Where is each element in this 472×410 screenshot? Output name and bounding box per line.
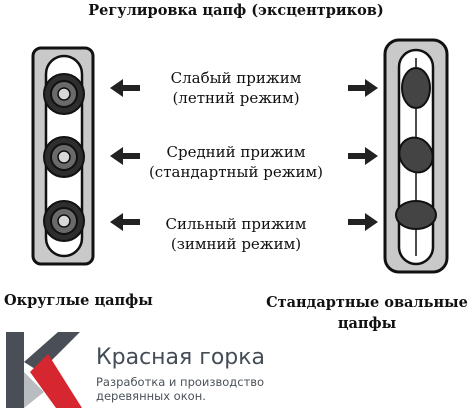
arrow-left-icon bbox=[110, 79, 140, 231]
caption-oval-cams: Стандартные овальные цапфы bbox=[262, 292, 472, 334]
oval-cam-bottom bbox=[395, 200, 437, 230]
label-weak-line2: (летний режим) bbox=[172, 89, 300, 107]
label-strong-line1: Сильный прижим bbox=[165, 215, 307, 233]
label-medium-line2: (стандартный режим) bbox=[148, 163, 324, 181]
label-weak-pressure: Слабый прижим (летний режим) bbox=[106, 68, 366, 108]
label-weak-line1: Слабый прижим bbox=[170, 69, 302, 87]
right-strip-oval-cams bbox=[383, 38, 449, 274]
caption-oval-line1: Стандартные овальные bbox=[266, 294, 468, 311]
arrow-right-icon bbox=[348, 79, 378, 231]
diagram-title: Регулировка цапф (эксцентриков) bbox=[88, 2, 384, 19]
oval-cam-top bbox=[401, 67, 431, 109]
label-medium-line1: Средний прижим bbox=[166, 143, 306, 161]
caption-oval-line2: цапфы bbox=[337, 315, 397, 332]
round-cam-top bbox=[43, 73, 85, 115]
label-strong-pressure: Сильный прижим (зимний режим) bbox=[106, 214, 366, 254]
brand-tagline-line2: деревянных окон. bbox=[96, 389, 206, 403]
round-cam-bottom bbox=[43, 200, 85, 242]
brand-tagline: Разработка и производство деревянных око… bbox=[96, 375, 296, 403]
label-medium-pressure: Средний прижим (стандартный режим) bbox=[106, 142, 366, 182]
label-strong-line2: (зимний режим) bbox=[170, 235, 302, 253]
left-strip-round-cams bbox=[31, 46, 95, 266]
oval-cam-middle bbox=[398, 136, 434, 174]
caption-round-cams: Округлые цапфы bbox=[4, 292, 153, 309]
brand-name: Красная горка bbox=[96, 345, 266, 370]
brand-tagline-line1: Разработка и производство bbox=[96, 375, 265, 389]
brand-logo-icon bbox=[6, 332, 82, 408]
round-cam-middle bbox=[43, 136, 85, 178]
